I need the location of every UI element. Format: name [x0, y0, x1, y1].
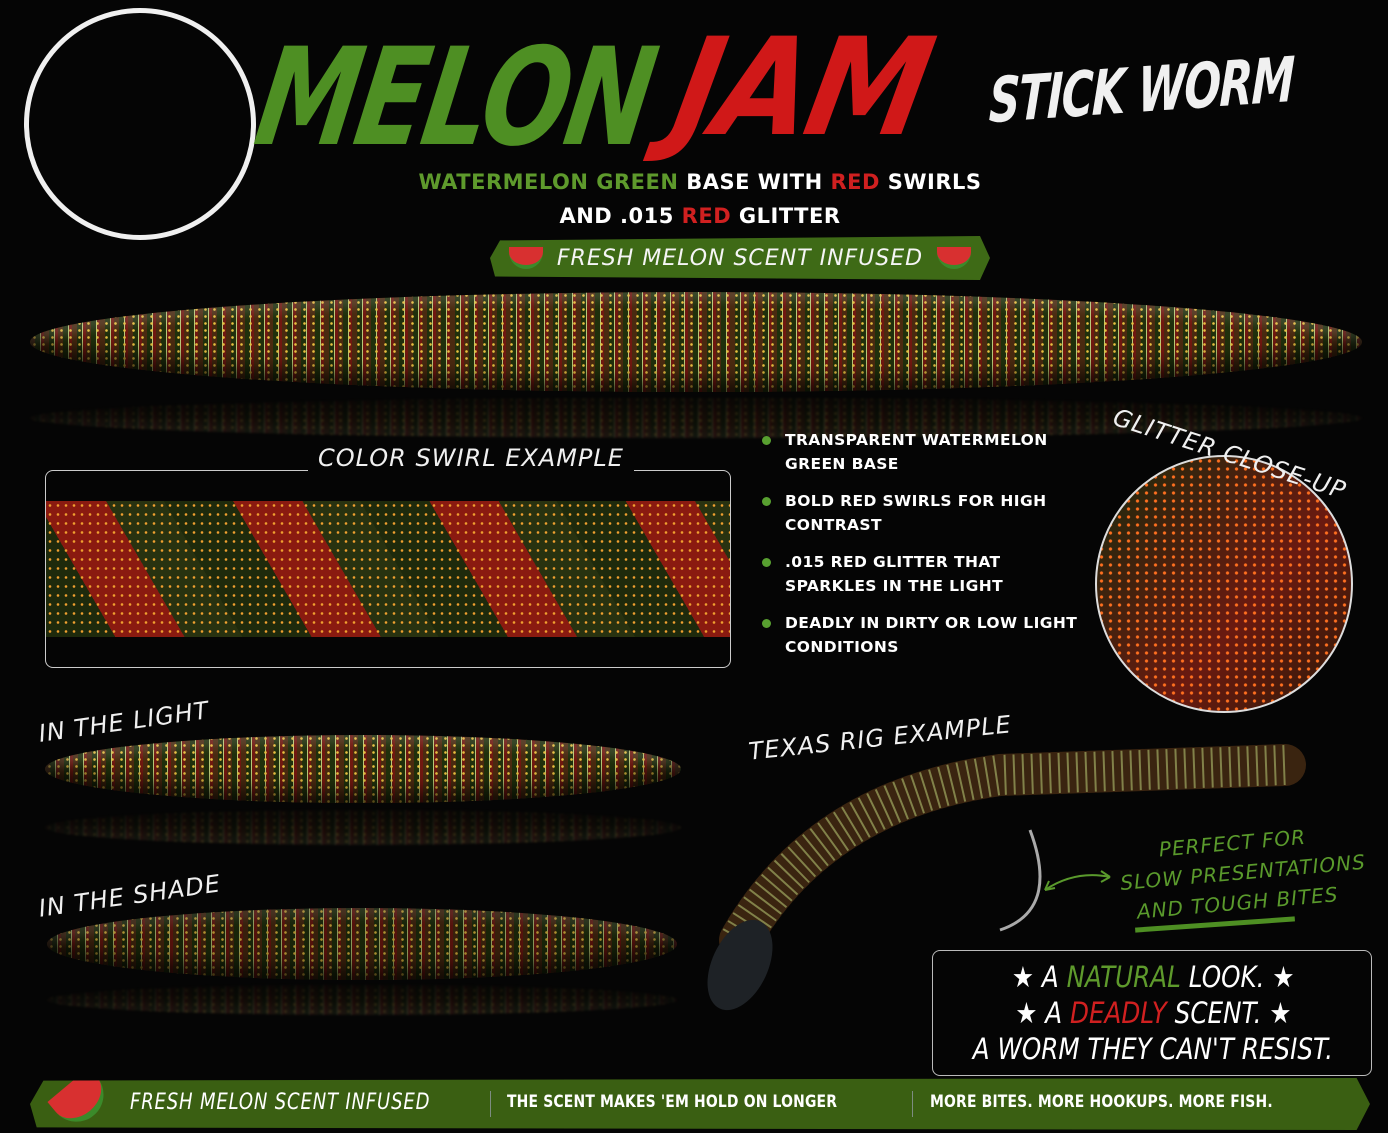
- worm-ribs: [722, 745, 1286, 951]
- tagline-text: SCENT. ★: [1166, 996, 1292, 1030]
- subtitle-red: RED: [830, 170, 880, 194]
- title-jam: JAM: [662, 9, 942, 166]
- tagline-text: ★ A: [1014, 996, 1070, 1030]
- bullet-weight-icon: [707, 919, 773, 1011]
- feature-item: .015 RED GLITTER THAT SPARKLES IN THE LI…: [762, 550, 1082, 598]
- tagline-deadly: DEADLY: [1069, 996, 1167, 1030]
- bullet-dot-icon: [762, 619, 771, 628]
- subtitle-line-1: WATERMELON GREEN BASE WITH RED SWIRLS: [330, 170, 1070, 194]
- in-the-light-worm-image: [45, 735, 681, 803]
- tagline-line-2: ★ A DEADLY SCENT. ★: [933, 995, 1373, 1031]
- bullet-dot-icon: [762, 436, 771, 445]
- feature-list: TRANSPARENT WATERMELON GREEN BASE BOLD R…: [762, 428, 1082, 672]
- tagline-line-1: ★ A NATURAL LOOK. ★: [933, 959, 1373, 995]
- feature-text: .015 RED GLITTER THAT SPARKLES IN THE LI…: [785, 553, 1004, 595]
- feature-text: DEADLY IN DIRTY OR LOW LIGHT CONDITIONS: [785, 614, 1078, 656]
- title-stick-worm: STICK WORM: [988, 42, 1295, 138]
- bottom-banner-scent: FRESH MELON SCENT INFUSED: [130, 1090, 431, 1115]
- subtitle-red: RED: [681, 204, 732, 228]
- divider: [912, 1091, 913, 1117]
- subtitle-text: AND .015: [559, 204, 682, 228]
- hero-worm-image: [30, 292, 1362, 392]
- feature-item: DEADLY IN DIRTY OR LOW LIGHT CONDITIONS: [762, 611, 1082, 659]
- subtitle-text: BASE WITH: [678, 170, 831, 194]
- feature-item: BOLD RED SWIRLS FOR HIGH CONTRAST: [762, 489, 1082, 537]
- tagline-text: LOOK. ★: [1180, 960, 1295, 994]
- tagline-line-3: A WORM THEY CAN'T RESIST.: [972, 1032, 1334, 1066]
- in-the-light-reflection: [45, 810, 681, 845]
- divider: [490, 1091, 491, 1117]
- tagline-box: ★ A NATURAL LOOK. ★ ★ A DEADLY SCENT. ★ …: [932, 950, 1372, 1076]
- watermelon-icon: [47, 1078, 115, 1130]
- subtitle-green: WATERMELON GREEN: [418, 170, 679, 194]
- watermelon-icon: [508, 247, 543, 269]
- feature-text: TRANSPARENT WATERMELON GREEN BASE: [785, 431, 1048, 473]
- bottom-banner-hold: THE SCENT MAKES 'EM HOLD ON LONGER: [507, 1092, 838, 1112]
- hook-icon: [999, 829, 1042, 932]
- watermelon-icon: [937, 247, 972, 269]
- subtitle-text: GLITTER: [731, 204, 841, 228]
- top-scent-banner: FRESH MELON SCENT INFUSED: [490, 236, 990, 280]
- glitter-closeup-image: [1095, 455, 1353, 713]
- brand-logo-ring: [24, 8, 256, 240]
- feature-item: TRANSPARENT WATERMELON GREEN BASE: [762, 428, 1082, 476]
- bottom-banner: FRESH MELON SCENT INFUSED THE SCENT MAKE…: [30, 1078, 1370, 1130]
- subtitle-text: SWIRLS: [879, 170, 982, 194]
- bottom-banner-more: MORE BITES. MORE HOOKUPS. MORE FISH.: [930, 1092, 1273, 1112]
- bullet-dot-icon: [762, 497, 771, 506]
- tagline-line-3-row: A WORM THEY CAN'T RESIST.: [933, 1031, 1373, 1067]
- double-arrow-icon: [1044, 870, 1111, 891]
- in-the-shade-worm-image: [47, 908, 677, 980]
- color-swirl-label: COLOR SWIRL EXAMPLE: [308, 444, 634, 472]
- top-banner-text: FRESH MELON SCENT INFUSED: [556, 245, 924, 271]
- bullet-dot-icon: [762, 558, 771, 567]
- tagline-natural: NATURAL: [1066, 960, 1181, 994]
- in-the-shade-reflection: [47, 985, 677, 1015]
- title-melon: MELON: [246, 19, 664, 176]
- feature-text: BOLD RED SWIRLS FOR HIGH CONTRAST: [785, 492, 1047, 534]
- tagline-text: ★ A: [1011, 960, 1067, 994]
- color-swirl-image: [45, 470, 731, 668]
- texas-rig-worm-image: [707, 744, 1306, 1011]
- subtitle-line-2: AND .015 RED GLITTER: [330, 204, 1070, 228]
